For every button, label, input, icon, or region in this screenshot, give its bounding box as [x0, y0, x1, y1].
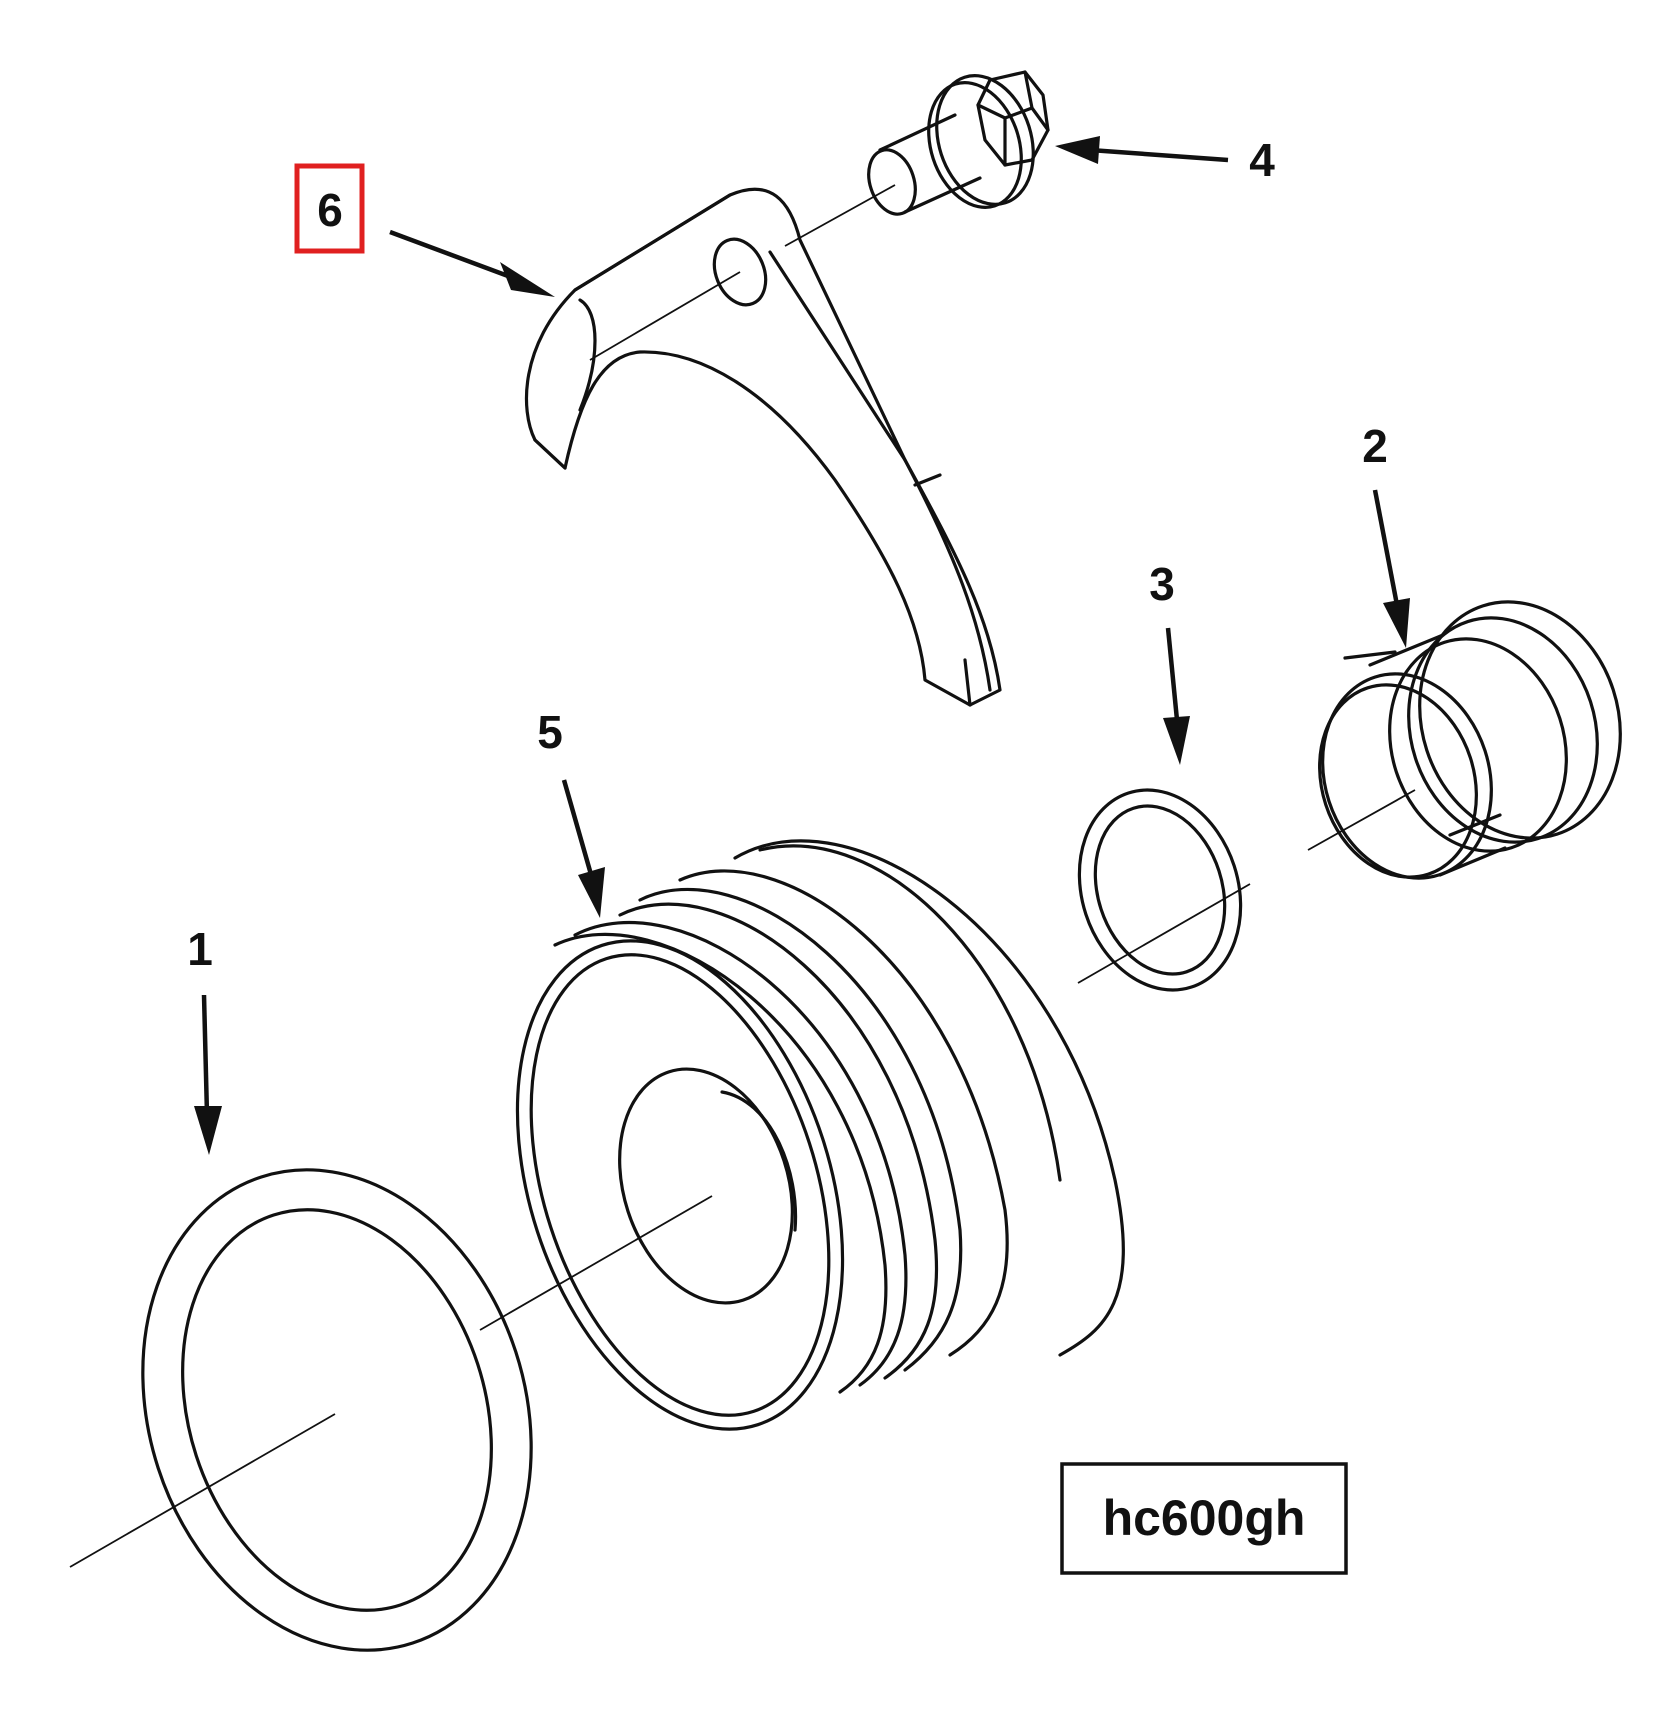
arrow-3: [1163, 627, 1190, 765]
arrow-5: [561, 779, 605, 918]
arrow-2: [1372, 489, 1410, 648]
callout-label-1: 1: [187, 923, 213, 975]
part-2-plug: [1318, 600, 1622, 880]
arrow-6: [389, 229, 555, 297]
callout-labels: 1 2 3 4 5 6: [187, 134, 1388, 975]
part-5-piston: [515, 839, 1125, 1431]
figure-id-box: hc600gh: [1060, 1462, 1348, 1575]
callout-label-3: 3: [1149, 558, 1175, 610]
centerlines: [69, 184, 1416, 1568]
callout-label-6: 6: [317, 184, 343, 236]
callout-label-5: 5: [537, 706, 563, 758]
figure-id-label: hc600gh: [1103, 1490, 1306, 1546]
callout-label-4: 4: [1249, 134, 1275, 186]
callout-label-2: 2: [1362, 420, 1388, 472]
part-1-o-ring: [141, 1168, 533, 1652]
callout-arrows: [194, 136, 1410, 1155]
part-3-seal-ring: [1077, 788, 1243, 992]
callout-6-highlight-box: [294, 163, 365, 254]
arrow-4: [1055, 136, 1229, 164]
arrow-1: [194, 994, 222, 1155]
part-4-bolt: [867, 70, 1050, 216]
part-6-shift-fork: [524, 187, 1002, 707]
